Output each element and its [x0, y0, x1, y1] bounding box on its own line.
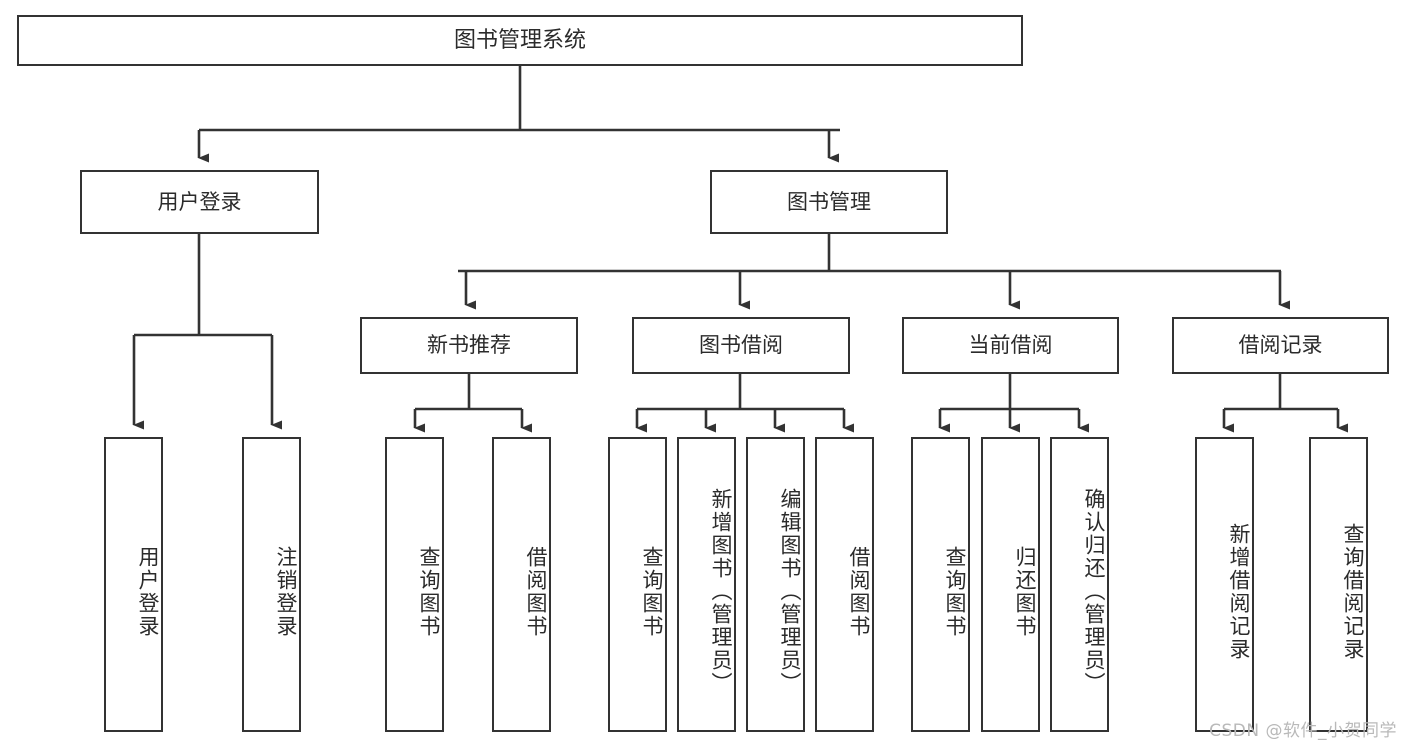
leaf-borrow-record-add[interactable]: 新增借阅记录 [1195, 437, 1254, 732]
leaf-book-borrow-query[interactable]: 查询图书 [608, 437, 667, 732]
leaf-label: 确认归还（管理员） [1082, 488, 1106, 695]
leaf-label: 借阅图书 [847, 545, 871, 638]
leaf-label: 借阅图书 [524, 545, 548, 638]
leaf-borrow-record-query[interactable]: 查询借阅记录 [1309, 437, 1368, 732]
node-user-login[interactable]: 用户登录 [80, 170, 319, 234]
leaf-current-borrow-confirm-return[interactable]: 确认归还（管理员） [1050, 437, 1109, 732]
leaf-current-borrow-query[interactable]: 查询图书 [911, 437, 970, 732]
leaf-book-borrow-edit[interactable]: 编辑图书（管理员） [746, 437, 805, 732]
leaf-current-borrow-return[interactable]: 归还图书 [981, 437, 1040, 732]
leaf-book-borrow-borrow[interactable]: 借阅图书 [815, 437, 874, 732]
leaf-label: 编辑图书（管理员） [778, 488, 802, 695]
leaf-label: 注销登录 [274, 545, 298, 638]
node-book-management[interactable]: 图书管理 [710, 170, 948, 234]
leaf-label: 新增图书（管理员） [709, 488, 733, 695]
leaf-label: 查询图书 [640, 545, 664, 638]
leaf-label: 查询借阅记录 [1341, 522, 1365, 661]
node-root-system[interactable]: 图书管理系统 [17, 15, 1023, 66]
leaf-new-book-borrow[interactable]: 借阅图书 [492, 437, 551, 732]
leaf-label: 用户登录 [136, 545, 160, 638]
node-new-book-recommend[interactable]: 新书推荐 [360, 317, 578, 374]
leaf-label: 查询图书 [943, 545, 967, 638]
node-borrow-record[interactable]: 借阅记录 [1172, 317, 1389, 374]
leaf-user-login-login[interactable]: 用户登录 [104, 437, 163, 732]
leaf-user-login-logout[interactable]: 注销登录 [242, 437, 301, 732]
watermark-text: CSDN @软件_小贺同学 [1209, 721, 1397, 741]
leaf-label: 新增借阅记录 [1227, 522, 1251, 661]
leaf-new-book-query[interactable]: 查询图书 [385, 437, 444, 732]
leaf-book-borrow-add[interactable]: 新增图书（管理员） [677, 437, 736, 732]
node-book-borrow[interactable]: 图书借阅 [632, 317, 850, 374]
node-current-borrow[interactable]: 当前借阅 [902, 317, 1119, 374]
leaf-label: 查询图书 [417, 545, 441, 638]
leaf-label: 归还图书 [1013, 545, 1037, 638]
